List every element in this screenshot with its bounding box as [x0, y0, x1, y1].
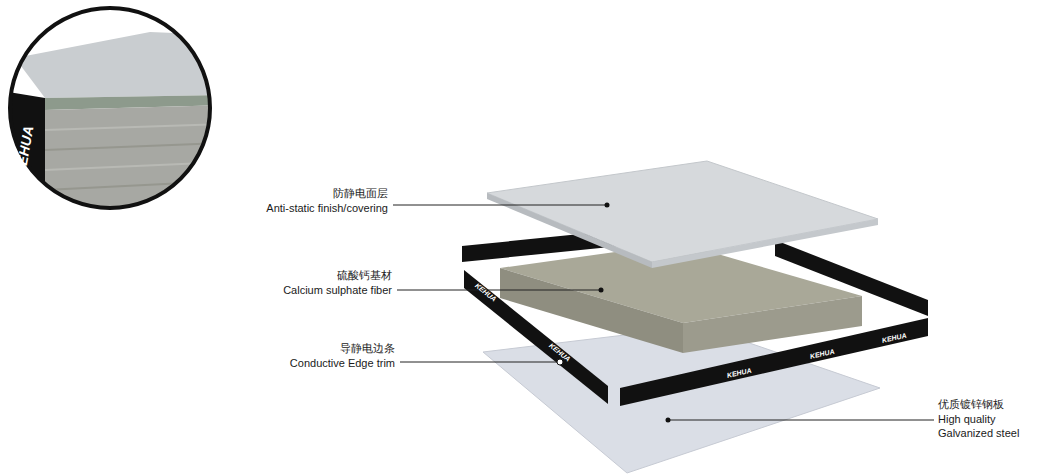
leader-dot: [599, 288, 604, 293]
leader-dot: [557, 359, 563, 365]
covering-edge: [487, 193, 652, 268]
leader-dot: [605, 203, 610, 208]
part-name-zh: 导静电边条: [340, 341, 395, 355]
part-name-zh: 硫酸钙基材: [337, 268, 392, 282]
edge-strip-front-right: [620, 318, 928, 406]
inset-ring: [10, 8, 210, 208]
part-name-en: Anti-static finish/covering: [266, 201, 388, 215]
core-board-side: [500, 268, 683, 353]
leader-dot: [666, 418, 671, 423]
part-name-en: High quality Galvanized steel: [938, 412, 1038, 440]
leader-line: [668, 420, 934, 421]
covering-edge: [652, 219, 878, 268]
covering-top: [487, 161, 878, 262]
part-name-en: Conductive Edge trim: [290, 356, 395, 370]
part-name-en: Calcium sulphate fiber: [283, 283, 392, 297]
leader-line: [397, 290, 601, 291]
leader-line: [393, 205, 607, 206]
leader-line: [400, 362, 558, 363]
part-name-zh: 优质镀锌钢板: [938, 397, 1004, 411]
part-name-zh: 防静电面层: [333, 186, 388, 200]
inset-closeup: [0, 0, 230, 230]
